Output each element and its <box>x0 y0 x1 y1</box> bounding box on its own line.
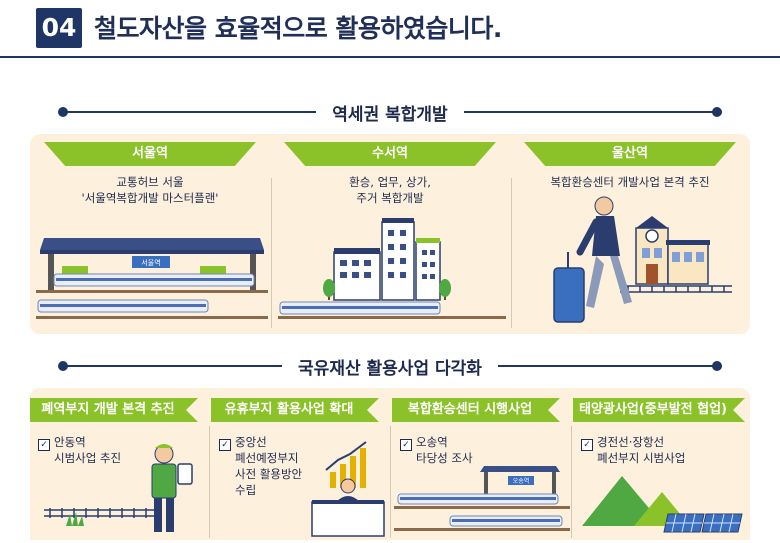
header-divider <box>0 56 780 58</box>
checkbox-icon: ✓ <box>400 439 412 451</box>
project-3-line2: 타당성 조사 <box>416 451 473 465</box>
solar-panel-icon <box>663 513 743 533</box>
page-header: 04 철도자산을 효율적으로 활용하였습니다. <box>0 0 780 58</box>
rail-track-icon <box>394 506 570 531</box>
train-icon <box>37 273 255 313</box>
ulsan-station-illustration <box>553 196 732 323</box>
project-1-illustration <box>44 444 193 532</box>
section2-heading-dot-left <box>58 361 68 371</box>
rail-track-icon <box>36 290 268 319</box>
section1-heading-dot-left <box>58 107 68 117</box>
station-desc-seoul-line2: '서울역복합개발 마스터플랜' <box>81 191 219 205</box>
train-icon <box>397 493 563 527</box>
station-building-icon: 오송역 <box>480 466 560 494</box>
clock-tower-station-icon <box>635 216 710 285</box>
section2-separator-3 <box>571 426 572 538</box>
section1-heading: 역세권 복합개발 <box>58 102 722 125</box>
station-tab-seoul: 서울역 <box>44 142 256 166</box>
station-desc-ulsan: 복합환승센터 개발사업 본격 추진 <box>518 174 742 190</box>
page-title: 철도자산을 효율적으로 활용하였습니다. <box>94 14 502 43</box>
project-1-line1: 안동역 <box>54 435 86 449</box>
suseo-station-illustration <box>278 218 506 319</box>
project-4-line1: 경전선·장항선 <box>597 435 665 449</box>
station-desc-ulsan-line1: 복합환승센터 개발사업 본격 추진 <box>550 175 710 189</box>
station-desc-suseo: 환승, 업무, 상가, 주거 복합개발 <box>284 174 496 206</box>
checkbox-icon: ✓ <box>581 439 593 451</box>
station-desc-seoul-line1: 교통허브 서울 <box>116 175 184 189</box>
project-4-illustration <box>582 476 743 533</box>
seoul-station-illustration: 서울역 <box>36 238 268 319</box>
section-number-badge: 04 <box>36 8 82 48</box>
section1-heading-dot-right <box>712 107 722 117</box>
project-3-line1: 오송역 <box>416 435 448 449</box>
station-tab-ulsan: 울산역 <box>524 142 736 166</box>
rail-track-icon <box>620 285 732 293</box>
project-2-line3: 사전 활용방안 <box>235 467 303 481</box>
project-3-detail: ✓ 오송역 타당성 조사 <box>400 434 473 466</box>
grass-icon <box>66 512 84 526</box>
section1-separator-1 <box>271 178 272 328</box>
project-4-detail: ✓ 경전선·장항선 폐선부지 시범사업 <box>581 434 685 466</box>
growth-chart-icon <box>325 441 367 488</box>
project-tab-2: 유휴부지 활용사업 확대 <box>211 398 379 422</box>
section1-separator-2 <box>511 178 512 328</box>
station-desc-seoul: 교통허브 서울 '서울역복합개발 마스터플랜' <box>44 174 256 206</box>
worker-with-tablet-icon <box>151 444 193 532</box>
project-3-illustration: 오송역 <box>394 466 570 531</box>
osong-station-sign: 오송역 <box>513 477 530 485</box>
project-2-line1: 중앙선 <box>235 435 267 449</box>
project-2-line4: 수립 <box>235 483 257 497</box>
project-tab-1: 폐역부지 개발 본격 추진 <box>30 398 198 422</box>
checkbox-icon: ✓ <box>38 439 50 451</box>
station-building-icon: 서울역 <box>40 238 264 290</box>
project-2-line2: 폐선예정부지 <box>235 451 299 465</box>
station-desc-suseo-line1: 환승, 업무, 상가, <box>349 175 431 189</box>
section2-heading-dot-right <box>712 361 722 371</box>
project-1-line2: 시범사업 추진 <box>54 451 122 465</box>
checkbox-icon: ✓ <box>219 439 231 451</box>
section2-title: 국유재산 활용사업 다각화 <box>282 359 498 379</box>
section2-separator-2 <box>390 426 391 538</box>
project-1-detail: ✓ 안동역 시범사업 추진 <box>38 434 121 466</box>
seoul-station-sign: 서울역 <box>141 258 160 267</box>
station-tab-suseo: 수서역 <box>284 142 496 166</box>
section1-title: 역세권 복합개발 <box>316 105 464 125</box>
office-buildings-icon <box>333 218 441 301</box>
traveler-with-suitcase-icon <box>553 196 632 323</box>
section2-heading: 국유재산 활용사업 다각화 <box>58 356 722 379</box>
rail-track-icon <box>44 508 158 518</box>
project-2-detail: ✓ 중앙선 폐선예정부지 사전 활용방안 수립 <box>219 434 302 498</box>
station-desc-suseo-line2: 주거 복합개발 <box>356 191 424 205</box>
tree-icon <box>323 279 451 300</box>
project-tab-4: 태양광사업(중부발전 협업) <box>573 398 745 422</box>
presenter-at-desk-icon <box>311 478 385 537</box>
section2-separator-1 <box>209 426 210 538</box>
project-2-illustration <box>311 441 385 537</box>
rail-track-icon <box>278 316 506 319</box>
train-icon <box>279 301 441 315</box>
project-4-line2: 폐선부지 시범사업 <box>597 451 686 465</box>
project-tab-3: 복합환승센터 시행사업 <box>392 398 560 422</box>
